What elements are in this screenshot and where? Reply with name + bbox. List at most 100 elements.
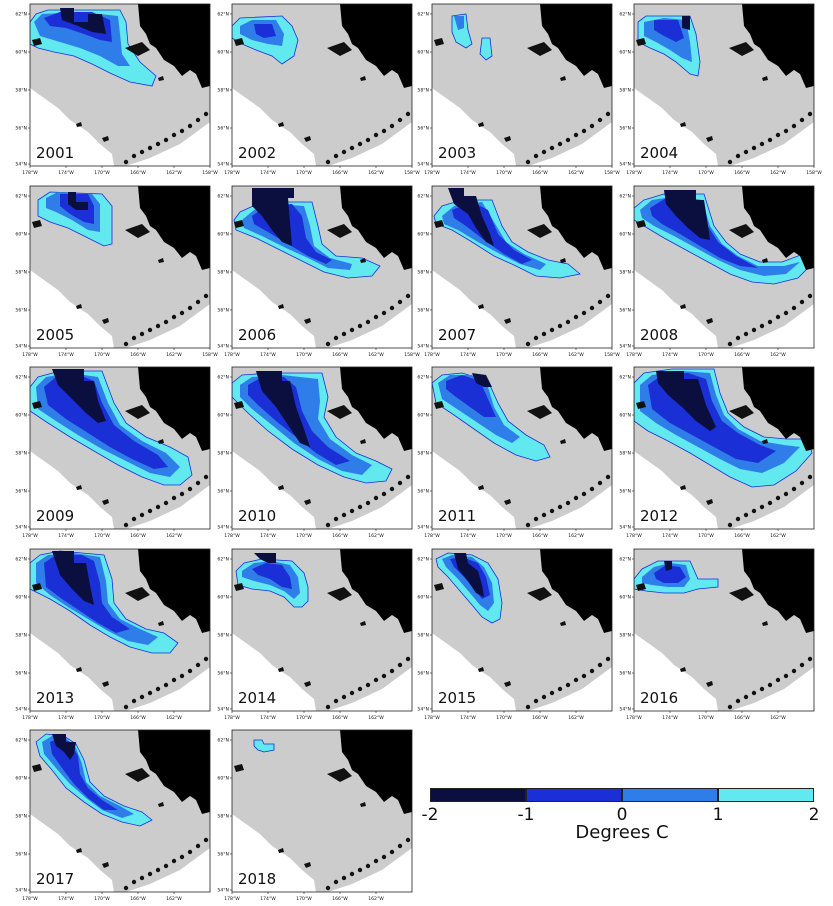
lon-tick-label: 170°W: [698, 533, 714, 539]
cold-pool-band-4: [256, 371, 310, 447]
alaska-landmass: [340, 367, 412, 451]
lat-tick-label: 56°N: [417, 308, 429, 314]
island: [636, 583, 646, 591]
aleutian-island: [549, 327, 555, 333]
aleutian-island: [767, 500, 773, 506]
aleutian-island: [147, 871, 153, 877]
lon-tick-label: 166°W: [332, 896, 348, 902]
island: [32, 401, 42, 409]
lat-tick-label: 62°N: [619, 557, 631, 563]
lon-tick-label: 174°W: [58, 896, 74, 902]
lon-tick-label: 174°W: [260, 352, 276, 358]
year-label: 2011: [438, 507, 476, 525]
island: [125, 42, 150, 56]
aleutian-island: [397, 480, 403, 486]
aleutian-island: [533, 335, 539, 341]
island: [504, 681, 511, 687]
lat-tick-label: 60°N: [15, 413, 27, 419]
island: [102, 136, 109, 142]
cold-pool-band-4: [60, 8, 106, 34]
aleutian-island: [799, 480, 805, 486]
aleutian-island: [171, 677, 177, 683]
aleutian-island: [357, 323, 363, 329]
year-label: 2018: [238, 870, 276, 888]
aleutian-island: [541, 694, 547, 700]
lat-tick-label: 62°N: [217, 557, 229, 563]
aleutian-island: [139, 875, 145, 881]
aleutian-island: [123, 159, 129, 165]
aleutian-island: [775, 314, 781, 320]
aleutian-island: [597, 117, 603, 123]
island: [32, 764, 42, 772]
aleutian-island: [775, 677, 781, 683]
lat-tick-label: 56°N: [217, 126, 229, 132]
lon-tick-label: 166°W: [332, 170, 348, 176]
colorbar-bin-1: [430, 788, 526, 802]
cold-pool-band-4: [252, 188, 294, 246]
aleutian-island: [807, 656, 813, 662]
lat-tick-label: 56°N: [15, 308, 27, 314]
aleutian-island: [333, 153, 339, 159]
cold-pool-band-3: [446, 375, 496, 417]
aleutian-island: [195, 480, 201, 486]
lon-tick-label: 178°W: [424, 533, 440, 539]
year-label: 2015: [438, 689, 476, 707]
island: [102, 681, 109, 687]
lat-tick-label: 54°N: [417, 525, 429, 531]
island: [234, 38, 244, 46]
island: [360, 621, 366, 626]
island: [762, 76, 768, 81]
lat-tick-label: 58°N: [619, 270, 631, 276]
lat-tick-label: 56°N: [15, 671, 27, 677]
aleutian-island: [751, 690, 757, 696]
aleutian-island: [325, 341, 331, 347]
lat-tick-label: 62°N: [15, 738, 27, 744]
lat-tick-label: 54°N: [15, 344, 27, 350]
lon-tick-label: 170°W: [94, 170, 110, 176]
lon-tick-label: 174°W: [260, 170, 276, 176]
island: [636, 220, 646, 228]
lat-tick-label: 54°N: [619, 162, 631, 168]
aleutian-island: [549, 690, 555, 696]
aleutian-island: [565, 137, 571, 143]
lon-tick-label: 178°W: [626, 715, 642, 721]
aleutian-island: [775, 495, 781, 501]
lon-tick-label: 166°W: [130, 896, 146, 902]
panel-frame: [29, 366, 211, 530]
aleutian-island: [767, 682, 773, 688]
lon-tick-label: 174°W: [460, 352, 476, 358]
aleutian-island: [187, 668, 193, 674]
aleutian-island: [203, 474, 209, 480]
lon-tick-label: 178°W: [424, 170, 440, 176]
aleutian-island: [195, 299, 201, 305]
island: [680, 485, 686, 490]
alaska-landmass: [742, 186, 814, 270]
lon-tick-label: 162°W: [166, 352, 182, 358]
island: [478, 304, 484, 309]
lat-tick-label: 54°N: [217, 162, 229, 168]
lon-tick-label: 166°W: [734, 352, 750, 358]
colorbar-tick: -1: [517, 805, 535, 825]
aleutian-island: [751, 145, 757, 151]
year-label: 2010: [238, 507, 276, 525]
island: [304, 136, 311, 142]
aleutian-island: [203, 293, 209, 299]
lat-tick-label: 62°N: [15, 557, 27, 563]
colorbar-bin-4: [718, 788, 814, 802]
aleutian-island: [743, 694, 749, 700]
aleutian-island: [357, 141, 363, 147]
cold-pool-band-4: [52, 734, 76, 760]
colorbar-ticks: -2 -1 0 1 2: [420, 805, 824, 829]
island: [434, 401, 444, 409]
